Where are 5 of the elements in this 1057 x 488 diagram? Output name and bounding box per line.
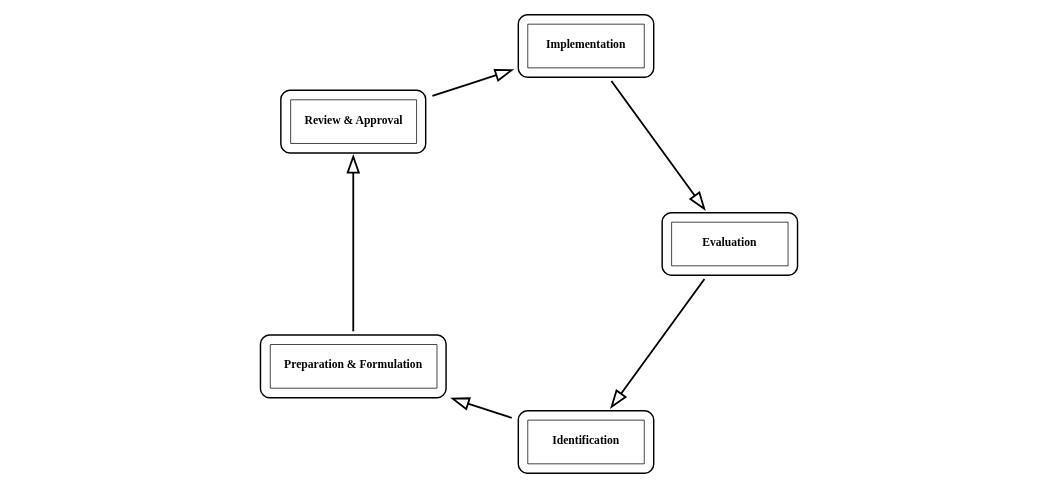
arrow bbox=[430, 68, 514, 97]
arrow bbox=[449, 397, 513, 419]
arrow bbox=[610, 80, 706, 211]
arrow bbox=[609, 278, 705, 409]
arrow bbox=[345, 153, 360, 333]
